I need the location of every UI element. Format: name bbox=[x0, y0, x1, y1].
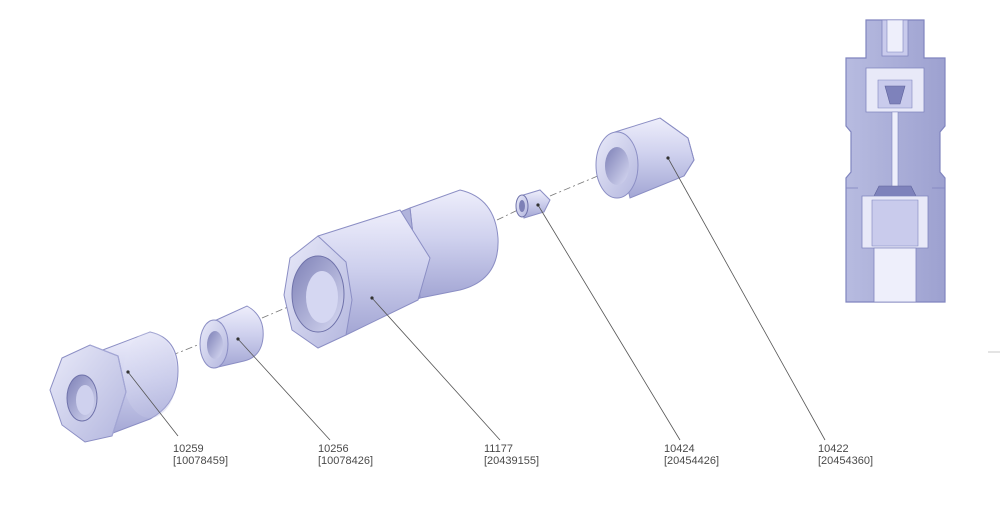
part-label-10256: 10256 [10078426] bbox=[318, 443, 373, 467]
leader-10256 bbox=[237, 338, 331, 441]
part-number: 10422 bbox=[818, 443, 849, 455]
part-label-10259: 10259 [10078459] bbox=[173, 443, 228, 467]
leader-lines bbox=[127, 157, 826, 441]
leader-11177 bbox=[371, 297, 501, 441]
part-ferrule-10424 bbox=[515, 189, 551, 219]
part-nozzle-cap-10422 bbox=[595, 117, 695, 199]
leader-10422 bbox=[667, 157, 826, 441]
order-code: [20454426] bbox=[664, 455, 720, 467]
order-code: [10078459] bbox=[173, 455, 229, 467]
part-label-11177: 11177 [20439155] bbox=[484, 443, 539, 467]
part-label-10424: 10424 [20454426] bbox=[664, 443, 719, 467]
leader-10424 bbox=[537, 204, 681, 441]
leader-10259 bbox=[127, 371, 179, 437]
leader-anchors bbox=[126, 156, 670, 374]
part-sleeve-10256 bbox=[199, 305, 264, 369]
order-code: [20439155] bbox=[484, 455, 540, 467]
order-code: [20454360] bbox=[818, 455, 874, 467]
part-hex-body-11177 bbox=[283, 189, 499, 349]
part-number: 10259 bbox=[173, 443, 204, 455]
part-number: 10424 bbox=[664, 443, 695, 455]
part-number: 10256 bbox=[318, 443, 349, 455]
order-code: [10078426] bbox=[318, 455, 374, 467]
cross-section-view bbox=[845, 19, 946, 303]
part-label-10422: 10422 [20454360] bbox=[818, 443, 873, 467]
part-nut-10259 bbox=[49, 331, 179, 443]
part-number: 11177 bbox=[484, 443, 513, 455]
